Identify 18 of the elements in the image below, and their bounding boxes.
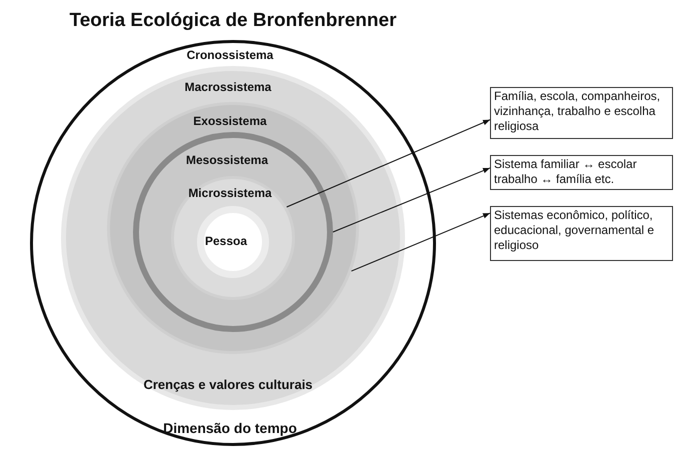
system-label: Cronossistema	[186, 48, 274, 62]
system-label: Macrossistema	[184, 80, 272, 94]
system-label: Pessoa	[204, 234, 248, 248]
arrow	[350, 212, 490, 272]
text-box	[490, 155, 673, 190]
system-label: Crenças e valores culturais	[143, 378, 313, 392]
box-text: Sistema familiar ↔ escolar trabalho ↔ família etc.	[494, 157, 638, 187]
title: Teoria Ecológica de Bronfenbrenner	[68, 10, 398, 32]
box-text: Sistemas econômico, político, educacional, governamental e religioso	[494, 208, 656, 253]
text-box	[490, 87, 673, 139]
text-box	[490, 206, 673, 261]
system-label: Exossistema	[193, 114, 267, 128]
system-label: Mesossistema	[186, 153, 268, 167]
arrow	[332, 167, 490, 232]
box-text: Família, escola, companheiros, vizinhança, trabalho e escolha religiosa	[494, 89, 662, 134]
arrow	[286, 119, 490, 208]
system-label: Dimensão do tempo	[163, 421, 297, 435]
system-label: Microssistema	[188, 186, 272, 200]
